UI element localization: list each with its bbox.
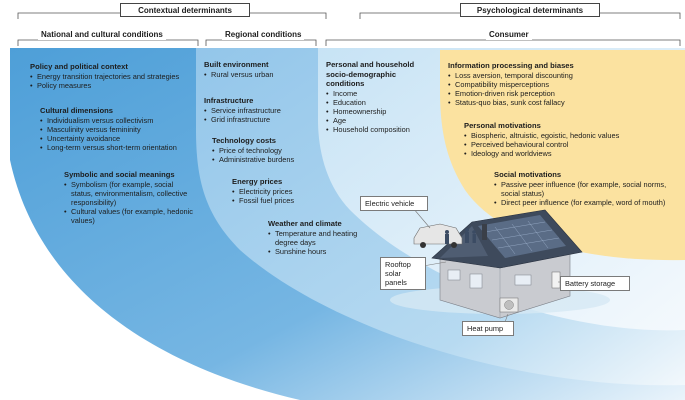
block-title: Policy and political context xyxy=(30,62,128,71)
block-title: Energy prices xyxy=(232,177,283,186)
list-item: Age xyxy=(326,116,430,125)
list-item: Household composition xyxy=(326,125,430,134)
weather-climate-block: Weather and climate Temperature and heat… xyxy=(268,219,360,256)
list-item: Compatibility misperceptions xyxy=(448,80,648,89)
list-item: Individualism versus collectivism xyxy=(40,116,190,125)
list-item: Status-quo bias, sunk cost fallacy xyxy=(448,98,648,107)
list-item: Education xyxy=(326,98,430,107)
battery-icon xyxy=(551,271,561,289)
block-title: Cultural dimensions xyxy=(40,106,113,115)
list-item: Passive peer influence (for example, soc… xyxy=(494,180,674,198)
house-illustration xyxy=(390,207,610,323)
list-item: Masculinity versus femininity xyxy=(40,125,190,134)
socio-demographic-block: Personal and household socio-demographic… xyxy=(326,60,430,134)
list-item: Price of technology xyxy=(212,146,322,155)
block-title: Information processing and biases xyxy=(448,61,574,70)
block-title: Symbolic and social meanings xyxy=(64,170,175,179)
list-item: Income xyxy=(326,89,430,98)
psychological-determinants-header: Psychological determinants xyxy=(460,3,600,17)
list-item: Administrative burdens xyxy=(212,155,322,164)
charging-station-icon xyxy=(482,224,487,240)
list-item: Policy measures xyxy=(30,81,190,90)
block-title: Infrastructure xyxy=(204,96,254,105)
list-item: Direct peer influence (for example, word… xyxy=(494,198,674,207)
block-title: Personal and household socio-demographic… xyxy=(326,60,415,88)
personal-motivations-block: Personal motivations Biospheric, altruis… xyxy=(464,121,669,158)
list-item: Rural versus urban xyxy=(204,70,314,79)
symbolic-meanings-block: Symbolic and social meanings Symbolism (… xyxy=(64,170,196,225)
block-title: Weather and climate xyxy=(268,219,342,228)
list-item: Biospheric, altruistic, egoistic, hedoni… xyxy=(464,131,669,140)
information-processing-block: Information processing and biases Loss a… xyxy=(448,61,648,107)
national-conditions-heading: National and cultural conditions xyxy=(38,30,166,40)
block-title: Social motivations xyxy=(494,170,562,179)
list-item: Temperature and heating degree days xyxy=(268,229,360,247)
block-title: Personal motivations xyxy=(464,121,541,130)
list-item: Long-term versus short-term orientation xyxy=(40,143,190,152)
list-item: Service infrastructure xyxy=(204,106,314,115)
list-item: Grid infrastructure xyxy=(204,115,314,124)
list-item: Loss aversion, temporal discounting xyxy=(448,71,648,80)
heat-pump-callout: Heat pump xyxy=(462,321,514,336)
list-item: Energy transition trajectories and strat… xyxy=(30,72,190,81)
rooftop-solar-callout: Rooftop solar panels xyxy=(380,257,426,290)
battery-storage-callout: Battery storage xyxy=(560,276,630,291)
block-title: Technology costs xyxy=(212,136,276,145)
built-environment-block: Built environment Rural versus urban xyxy=(204,60,314,79)
cultural-dimensions-block: Cultural dimensions Individualism versus… xyxy=(40,106,190,152)
list-item: Perceived behavioural control xyxy=(464,140,669,149)
energy-prices-block: Energy prices Electricity prices Fossil … xyxy=(232,177,332,205)
block-title: Built environment xyxy=(204,60,269,69)
consumer-heading: Consumer xyxy=(486,30,532,40)
contextual-determinants-header: Contextual determinants xyxy=(120,3,250,17)
list-item: Symbolism (for example, social status, e… xyxy=(64,180,196,207)
list-item: Electricity prices xyxy=(232,187,332,196)
list-item: Ideology and worldviews xyxy=(464,149,669,158)
list-item: Emotion-driven risk perception xyxy=(448,89,648,98)
regional-conditions-heading: Regional conditions xyxy=(222,30,305,40)
policy-context-block: Policy and political context Energy tran… xyxy=(30,62,190,90)
list-item: Uncertainty avoidance xyxy=(40,134,190,143)
list-item: Sunshine hours xyxy=(268,247,360,256)
social-motivations-block: Social motivations Passive peer influenc… xyxy=(494,170,674,207)
technology-costs-block: Technology costs Price of technology Adm… xyxy=(212,136,322,164)
infrastructure-block: Infrastructure Service infrastructure Gr… xyxy=(204,96,314,124)
list-item: Homeownership xyxy=(326,107,430,116)
person-icon xyxy=(445,228,476,244)
list-item: Fossil fuel prices xyxy=(232,196,332,205)
electric-vehicle-callout: Electric vehicle xyxy=(360,196,428,211)
list-item: Cultural values (for example, hedonic va… xyxy=(64,207,196,225)
